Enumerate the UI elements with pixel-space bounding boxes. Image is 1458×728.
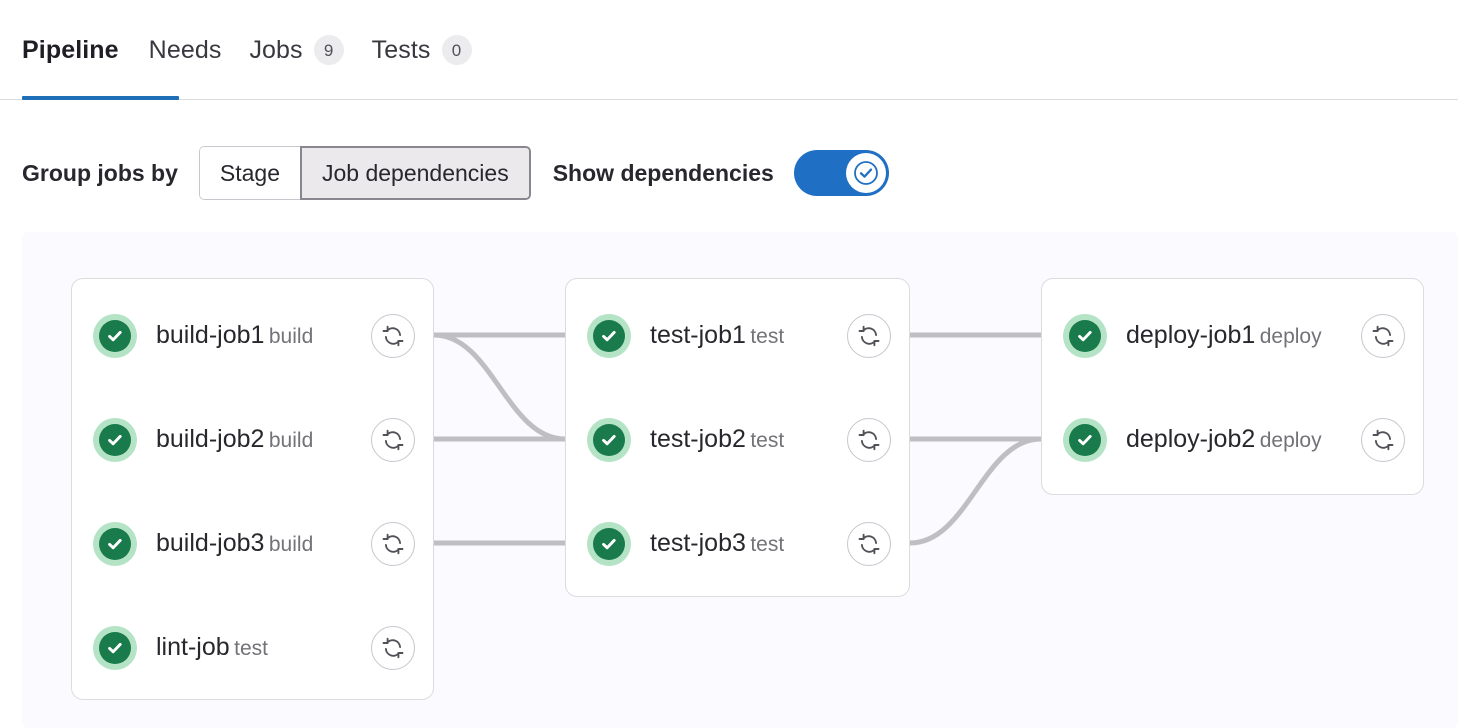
job-name: lint-job bbox=[156, 633, 230, 662]
retry-glyph bbox=[858, 429, 880, 451]
job-text: test-job3 test bbox=[650, 529, 847, 558]
check-icon bbox=[853, 161, 878, 185]
retry-glyph bbox=[858, 533, 880, 555]
job-stage: test bbox=[750, 325, 785, 349]
show-dependencies-toggle[interactable] bbox=[793, 150, 889, 196]
retry-icon[interactable] bbox=[371, 418, 415, 462]
job-item-deploy-job1[interactable]: deploy-job1 deploy bbox=[1042, 284, 1423, 388]
job-text: test-job1 test bbox=[650, 321, 847, 350]
job-text: build-job3 build bbox=[156, 529, 371, 558]
job-card-deploy-column: deploy-job1 deploy bbox=[1041, 278, 1424, 495]
tab-needs-label: Needs bbox=[148, 35, 222, 64]
job-stage: test bbox=[234, 637, 268, 661]
retry-icon[interactable] bbox=[847, 418, 891, 462]
tab-needs[interactable]: Needs bbox=[149, 26, 250, 74]
tab-jobs[interactable]: Jobs 9 bbox=[249, 26, 371, 74]
job-item-test-job1[interactable]: test-job1 test bbox=[566, 284, 909, 388]
job-item-deploy-job2[interactable]: deploy-job2 deploy bbox=[1042, 388, 1423, 492]
retry-icon[interactable] bbox=[1361, 418, 1405, 462]
retry-icon[interactable] bbox=[371, 626, 415, 670]
job-item-build-job1[interactable]: build-job1 build bbox=[72, 284, 433, 388]
edge-test-job3-to-deploy-job2 bbox=[909, 436, 1042, 546]
retry-icon[interactable] bbox=[1361, 314, 1405, 358]
job-name: test-job1 bbox=[650, 321, 746, 350]
retry-glyph bbox=[382, 637, 404, 659]
job-text: build-job2 build bbox=[156, 425, 371, 454]
retry-icon[interactable] bbox=[847, 522, 891, 566]
pipeline-graph: build-job1 build bbox=[22, 232, 1458, 728]
job-stage: build bbox=[268, 325, 314, 349]
job-text: build-job1 build bbox=[156, 321, 371, 350]
job-item-test-job2[interactable]: test-job2 test bbox=[566, 388, 909, 492]
job-name: deploy-job2 bbox=[1126, 425, 1256, 454]
retry-glyph bbox=[382, 325, 404, 347]
check-circle-icon bbox=[93, 626, 137, 670]
job-card-test-column: test-job1 test bbox=[565, 278, 910, 597]
retry-glyph bbox=[858, 325, 880, 347]
job-name: test-job3 bbox=[650, 529, 746, 558]
tab-pipeline-label: Pipeline bbox=[22, 35, 119, 64]
tab-bar: Pipeline Needs Jobs 9 Tests 0 bbox=[0, 0, 1458, 100]
job-name: build-job2 bbox=[156, 425, 265, 454]
job-text: deploy-job1 deploy bbox=[1126, 321, 1361, 350]
job-name: deploy-job1 bbox=[1126, 321, 1256, 350]
check-circle-icon bbox=[93, 314, 137, 358]
check-circle-icon bbox=[587, 314, 631, 358]
graph-controls: Group jobs by Stage Job dependencies Sho… bbox=[22, 146, 889, 200]
retry-glyph bbox=[382, 533, 404, 555]
job-item-lint-job[interactable]: lint-job test bbox=[72, 596, 433, 700]
tab-tests-label: Tests bbox=[371, 35, 431, 64]
retry-glyph bbox=[1372, 429, 1394, 451]
job-stage: test bbox=[750, 429, 785, 453]
job-item-build-job2[interactable]: build-job2 build bbox=[72, 388, 433, 492]
toggle-knob bbox=[845, 153, 886, 193]
check-circle-icon bbox=[93, 522, 137, 566]
dependency-edges bbox=[433, 332, 1042, 546]
tab-jobs-label: Jobs bbox=[249, 35, 303, 64]
job-item-build-job3[interactable]: build-job3 build bbox=[72, 492, 433, 596]
check-circle-icon bbox=[1063, 418, 1107, 462]
tab-tests-badge: 0 bbox=[441, 35, 472, 65]
group-jobs-by-label: Group jobs by bbox=[22, 159, 178, 186]
retry-icon[interactable] bbox=[847, 314, 891, 358]
tab-list: Pipeline Needs Jobs 9 Tests 0 bbox=[22, 26, 500, 74]
check-circle-icon bbox=[93, 418, 137, 462]
check-circle-icon bbox=[587, 418, 631, 462]
edge-build-job1-to-test-job2 bbox=[433, 332, 566, 442]
job-stage: build bbox=[268, 429, 314, 453]
pipeline-graph-panel: build-job1 build bbox=[22, 232, 1458, 728]
show-dependencies-label: Show dependencies bbox=[552, 159, 774, 186]
job-stage: deploy bbox=[1259, 429, 1322, 453]
check-circle-icon bbox=[1063, 314, 1107, 358]
job-name: test-job2 bbox=[650, 425, 746, 454]
retry-icon[interactable] bbox=[371, 314, 415, 358]
job-text: lint-job test bbox=[156, 633, 371, 662]
tab-tests[interactable]: Tests 0 bbox=[372, 26, 500, 74]
group-by-stage-button[interactable]: Stage bbox=[198, 146, 300, 200]
group-by-segmented-control: Stage Job dependencies bbox=[198, 146, 531, 200]
retry-icon[interactable] bbox=[371, 522, 415, 566]
job-stage: deploy bbox=[1259, 325, 1322, 349]
job-name: build-job3 bbox=[156, 529, 265, 558]
active-tab-indicator bbox=[22, 96, 179, 100]
job-text: deploy-job2 deploy bbox=[1126, 425, 1361, 454]
group-by-job-dependencies-button[interactable]: Job dependencies bbox=[300, 146, 531, 200]
job-card-build-column: build-job1 build bbox=[71, 278, 434, 700]
job-stage: test bbox=[750, 533, 785, 557]
job-text: test-job2 test bbox=[650, 425, 847, 454]
retry-glyph bbox=[1372, 325, 1394, 347]
check-circle-icon bbox=[587, 522, 631, 566]
tab-pipeline[interactable]: Pipeline bbox=[22, 26, 149, 74]
tab-jobs-badge: 9 bbox=[313, 35, 344, 65]
job-name: build-job1 bbox=[156, 321, 265, 350]
job-item-test-job3[interactable]: test-job3 test bbox=[566, 492, 909, 596]
retry-glyph bbox=[382, 429, 404, 451]
job-stage: build bbox=[268, 533, 314, 557]
